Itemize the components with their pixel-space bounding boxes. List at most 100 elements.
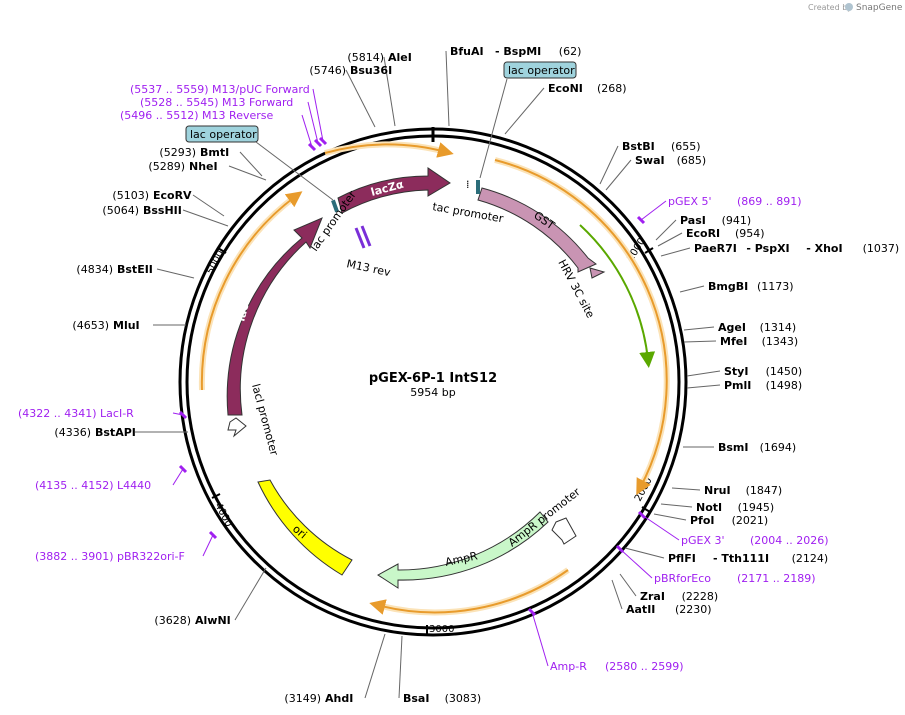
primer-leader <box>202 534 214 557</box>
enzyme-site-bstbi: BstBI(655) <box>599 140 701 185</box>
enzyme-position: (5746) <box>309 64 346 77</box>
enzyme-leader <box>605 159 632 191</box>
primer-label: (5528 .. 5545) M13 Forward <box>140 96 293 109</box>
enzyme-site-nrui: NruI (1847) <box>671 484 783 497</box>
enzyme-name: PasI <box>680 214 706 227</box>
enzyme-position: (2124) <box>792 552 829 565</box>
enzyme-name: BstEII <box>117 263 153 276</box>
enzyme-position: (5289) <box>148 160 185 173</box>
plasmid-length: 5954 bp <box>410 386 455 399</box>
enzyme-leader <box>683 326 715 331</box>
tick-label-4000: 4000 <box>212 501 234 529</box>
primer-leader <box>172 412 184 416</box>
enzyme-name: PflFI <box>668 552 696 565</box>
enzyme-site-econi: EcoNI(268) <box>504 82 627 135</box>
primer-range: (2171 .. 2189) <box>737 572 816 585</box>
tick-mark-4000 <box>211 493 221 499</box>
enzyme-position: (1847) <box>746 484 783 497</box>
tac-promoter-glyph: ⁞ <box>466 178 470 191</box>
enzyme-leader <box>655 219 677 241</box>
primer-m13-reverse: (5496 .. 5512) M13 Reverse <box>120 109 317 152</box>
primer-leader <box>640 200 667 221</box>
ampr-feature <box>377 511 549 589</box>
enzyme-name: BssHII <box>143 204 182 217</box>
primer-label: (5537 .. 5559) M13/pUC Forward <box>130 83 310 96</box>
primer-range: (869 .. 891) <box>737 195 802 208</box>
enzyme-name: BstBI <box>622 140 655 153</box>
enzyme-name: MfeI <box>720 335 747 348</box>
enzyme-site-aatii: AatII(2230) <box>611 579 712 616</box>
enzyme-leader <box>182 209 229 227</box>
primer-laci-r: (4322 .. 4341) LacI-R <box>18 407 188 420</box>
enzyme-leader <box>657 232 683 247</box>
enzyme-name: StyI <box>724 365 748 378</box>
enzyme-position: (3628) <box>154 614 191 627</box>
enzyme-leader <box>383 56 396 127</box>
primer-range: (2580 .. 2599) <box>605 660 684 673</box>
enzyme-position: (954) <box>735 227 765 240</box>
enzyme-name: MluI <box>113 319 140 332</box>
primer-pbrforeco: pBRforEco(2171 .. 2189) <box>615 544 816 585</box>
enzyme-site-bfuai: BfuAI- BspMI(62) <box>445 45 581 127</box>
primer-leader <box>301 114 313 148</box>
enzyme-name: AhdI <box>325 692 353 705</box>
tick-mark-2000 <box>641 506 651 513</box>
enzyme-site-agei: AgeI(1314) <box>683 321 797 334</box>
enzyme-position: (2021) <box>732 514 769 527</box>
enzyme-site-bsai: BsaI(3083) <box>398 635 481 705</box>
enzyme-position: (1314) <box>760 321 797 334</box>
primer-m13-forward: (5528 .. 5545) M13 Forward <box>140 96 323 148</box>
m13rev-label: M13 rev <box>345 257 392 279</box>
enzyme-leader <box>234 567 267 621</box>
primer-labels: (5537 .. 5559) M13/pUC Forward(5528 .. 5… <box>18 83 829 673</box>
enzyme-position: (268) <box>597 82 627 95</box>
primer-leader <box>641 514 680 541</box>
enzyme-leader <box>445 50 450 127</box>
enzyme-name: AlwNI <box>195 614 231 627</box>
enzyme-name: PaeR7I <box>694 242 737 255</box>
primer-name: Amp-R <box>550 660 587 673</box>
laci-promoter-feature <box>227 417 247 438</box>
enzyme-name-2: - Tth111I <box>713 552 769 565</box>
enzyme-leader <box>192 194 225 217</box>
enzyme-position: (2230) <box>675 603 712 616</box>
enzyme-site-bsshii: (5064)BssHII <box>102 204 229 227</box>
enzyme-name-2: - BspMI <box>495 45 541 58</box>
laci-label: lacI <box>234 298 252 322</box>
enzyme-position: (4834) <box>76 263 113 276</box>
enzyme-site-bmgbi: BmgBI(1173) <box>679 280 794 293</box>
enzyme-leader <box>679 285 705 293</box>
enzyme-name: NruI <box>704 484 731 497</box>
enzyme-leader <box>156 268 195 279</box>
enzyme-site-pflfi: PflFI - Tth111I (2124) <box>624 547 829 565</box>
hrv-feature <box>589 267 606 279</box>
enzyme-name: Bsu36I <box>350 64 392 77</box>
enzyme-position: (3149) <box>284 692 321 705</box>
enzyme-name: NotI <box>696 501 722 514</box>
enzyme-position: (1173) <box>757 280 794 293</box>
orf-arcs <box>198 141 670 616</box>
enzyme-leader <box>660 503 693 508</box>
enzyme-leader <box>398 635 403 699</box>
enzyme-name: BsaI <box>403 692 429 705</box>
enzyme-position: (941) <box>722 214 752 227</box>
primer-label: (5496 .. 5512) M13 Reverse <box>120 109 273 122</box>
lac-operator-box-left: lac operator <box>185 125 259 143</box>
enzyme-name: NheI <box>189 160 218 173</box>
enzyme-site-alei: (5814)AleI <box>347 51 412 127</box>
enzyme-name: PmlI <box>724 379 751 392</box>
orf-green <box>579 224 656 368</box>
primer-l4440: (4135 .. 4152) L4440 <box>35 464 188 492</box>
enzyme-site-bsmi: BsmI(1694) <box>683 441 796 454</box>
enzyme-leader <box>228 165 267 181</box>
primer-leader <box>307 101 319 144</box>
enzyme-site-ecori: EcoRI(954) <box>657 227 765 247</box>
ori-feature <box>257 479 353 576</box>
enzyme-name: BfuAI <box>450 45 484 58</box>
enzyme-position: (1450) <box>766 365 803 378</box>
primer-range: (2004 .. 2026) <box>750 534 829 547</box>
enzyme-position: (4653) <box>72 319 109 332</box>
primer-label: (3882 .. 3901) pBR322ori-F <box>35 550 185 563</box>
enzyme-name: AleI <box>388 51 412 64</box>
enzyme-leader <box>239 151 263 177</box>
